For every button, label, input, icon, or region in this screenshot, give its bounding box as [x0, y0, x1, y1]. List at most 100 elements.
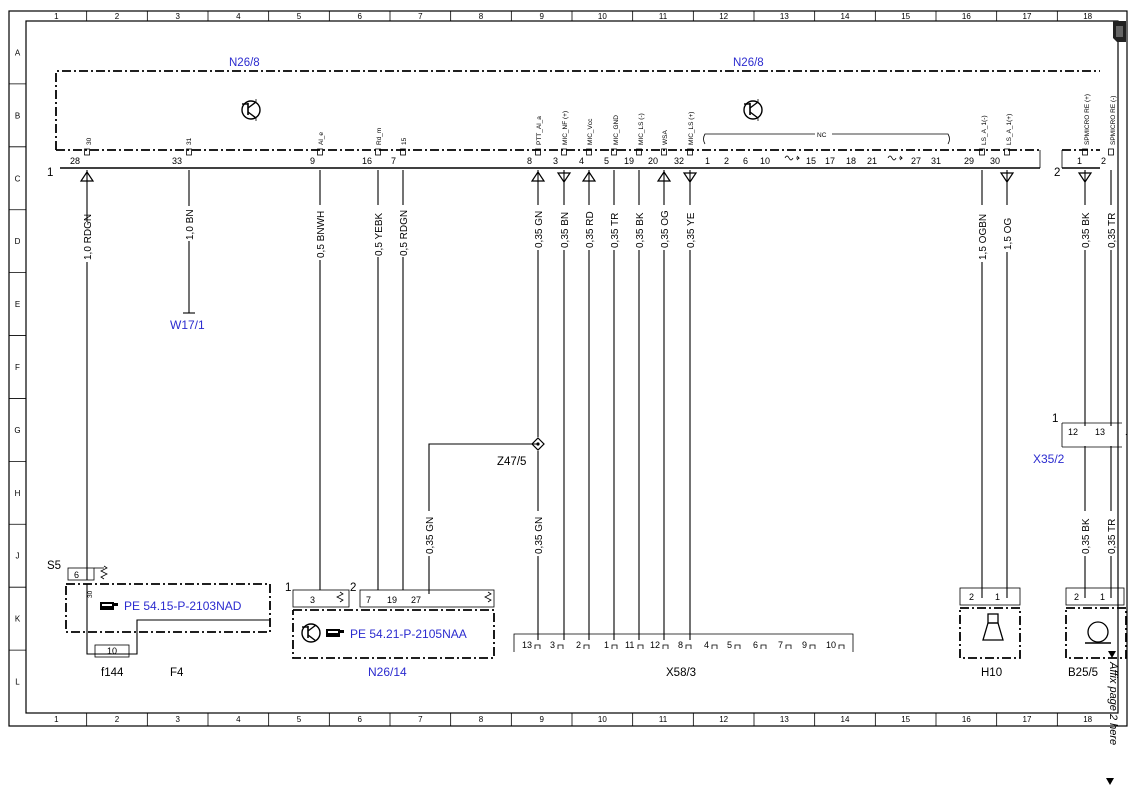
pin-numbers: 28 33 9 16 7 8 3 4 5 19 20 32 29 30 1 2	[70, 156, 1106, 166]
column-number: 14	[841, 12, 850, 21]
x58-pin-number: 5	[727, 640, 732, 650]
x58-pin-terminal	[838, 644, 845, 649]
affix-note: Affix page 2 here	[1106, 651, 1119, 785]
wire-label: 0,35 OG	[660, 210, 671, 248]
x58-pin-number: 9	[802, 640, 807, 650]
wire-label: 0,35 TR	[610, 213, 621, 248]
column-number: 11	[659, 12, 668, 21]
x58-pin-number: 7	[778, 640, 783, 650]
b25-pin: 2	[1074, 592, 1079, 602]
column-number: 8	[479, 715, 484, 724]
arrow-down-icon	[999, 172, 1015, 184]
signal-ls-a1-minus: LS_A_1(-)	[981, 115, 988, 145]
nc-pin-number: 31	[931, 156, 941, 166]
wire-label: 1,5 OG	[1003, 218, 1014, 250]
signal-names: 30 31 Al_e Rd_m 15 PTT_Al_a MIC_NF (+) M…	[86, 94, 1117, 145]
x58-pin-number: 2	[576, 640, 581, 650]
pin-28: 28	[70, 156, 80, 166]
x35-number: 1	[1052, 413, 1058, 425]
column-number: 2	[115, 715, 120, 724]
reference-link-2[interactable]: PE 54.21-P-2105NAA	[350, 627, 467, 641]
n26-14-pin: 27	[411, 595, 421, 605]
x58-pin-terminal	[611, 644, 618, 649]
wire-label: 0,35 YE	[686, 212, 697, 248]
x58-pin-number: 4	[704, 640, 709, 650]
column-number: 3	[175, 715, 180, 724]
wire-label: 1,0 BN	[185, 209, 196, 240]
pin-8: 8	[527, 156, 532, 166]
x35-pin: 12	[1068, 427, 1078, 437]
row-letter: A	[15, 48, 21, 57]
pin-terminal	[375, 148, 381, 156]
column-number: 11	[659, 715, 668, 724]
x58-pin-terminal	[809, 644, 816, 649]
column-number: 4	[236, 12, 241, 21]
row-letter: L	[15, 678, 20, 687]
pin-terminal	[1082, 148, 1088, 156]
x58-pin-terminal	[534, 644, 541, 649]
column-number: 2	[115, 12, 120, 21]
x35-dot: .	[1125, 427, 1128, 437]
column-number: 4	[236, 715, 241, 724]
pointer-hand-icon	[100, 602, 118, 610]
x58-pin-number: 12	[650, 640, 660, 650]
signal-ls-a1-plus: LS_A_1(+)	[1006, 114, 1013, 145]
pin-terminal	[400, 148, 406, 156]
x58-pin-terminal	[734, 644, 741, 649]
pin-terminal	[561, 148, 567, 156]
page-corner-icon	[1113, 21, 1126, 42]
x58-pin-number: 13	[522, 640, 532, 650]
pin-terminal	[611, 148, 617, 156]
wire-label: 0,35 BK	[1081, 212, 1092, 248]
pin-9: 9	[310, 156, 315, 166]
pin-right-1: 1	[1077, 156, 1082, 166]
pin-7: 7	[391, 156, 396, 166]
column-number: 15	[901, 715, 910, 724]
signal-mic-gnd: MIC_GND	[613, 115, 620, 145]
z47-5-label: Z47/5	[497, 456, 526, 468]
x58-pin-terminal	[785, 644, 792, 649]
connector-terminals	[84, 148, 1114, 156]
row-letter: G	[14, 426, 20, 435]
wire-labels: 1,0 RDGN 1,0 BN 0,5 BNWH 0,5 YEBK 0,5 RD…	[83, 209, 1118, 554]
nc-pin-number: 1	[705, 156, 710, 166]
s5-pin-6: 6	[74, 570, 79, 580]
b25-pin: 1	[1100, 592, 1105, 602]
nc-pin-number: 6	[743, 156, 748, 166]
reference-link-1[interactable]: PE 54.15-P-2103NAD	[124, 599, 242, 613]
n26-8-module	[55, 70, 1100, 169]
triangle-down-icon	[1108, 651, 1116, 658]
x58-pin-number: 6	[753, 640, 758, 650]
pin-4: 4	[579, 156, 584, 166]
x58-pin-terminal	[760, 644, 767, 649]
row-letter: C	[15, 174, 21, 183]
x58-pin-number: 8	[678, 640, 683, 650]
signal-mic-nf: MIC_NF (+)	[562, 111, 569, 145]
wire-label: 0,35 BK	[1081, 518, 1092, 554]
wire-label: 1,5 OGBN	[978, 214, 989, 260]
nc-pin-number: 18	[846, 156, 856, 166]
w17-1-label: W17/1	[170, 318, 205, 332]
n26-14-pin: 7	[366, 595, 371, 605]
n26-14-pin: 3	[310, 595, 315, 605]
arrow-down-icon	[556, 172, 572, 184]
x58-pin-terminal	[637, 644, 644, 649]
signal-15: 15	[401, 137, 408, 145]
column-number: 10	[598, 715, 607, 724]
column-number: 13	[780, 12, 789, 21]
nc-pin-number: 17	[825, 156, 835, 166]
x58-pin-number: 1	[604, 640, 609, 650]
wire-label: 0,35 BN	[560, 212, 571, 248]
x58-3-label: X58/3	[666, 667, 696, 679]
column-number: 16	[962, 715, 971, 724]
column-number: 17	[1023, 12, 1032, 21]
column-number: 7	[418, 715, 423, 724]
wire-label: 0,35 GN	[425, 517, 436, 554]
column-number: 7	[418, 12, 423, 21]
signal-ptt: PTT_Al_a	[536, 116, 543, 145]
wire-label: 0,35 GN	[534, 517, 545, 554]
x58-pin-terminal	[583, 644, 590, 649]
